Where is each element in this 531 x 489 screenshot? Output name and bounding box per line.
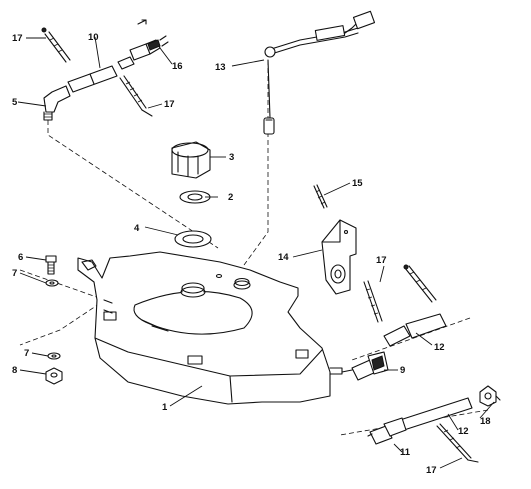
callout-12-right: 12 [434,342,445,353]
callout-13: 13 [215,62,226,73]
hose-clip [479,385,501,407]
fuel-hose-upper [67,65,118,93]
bracket-screw [313,184,328,209]
callout-12-bottom: 12 [458,426,469,437]
callout-16: 16 [172,61,183,72]
callout-14: 14 [278,252,289,263]
callout-5: 5 [12,97,18,108]
callout-7-lower: 7 [24,348,29,359]
fuel-connector-lower [367,417,407,445]
callout-9: 9 [400,365,405,376]
callout-7-upper: 7 [12,268,17,279]
callout-17-bottom: 17 [426,465,437,476]
hose-clamp-bottom [436,423,479,463]
hose-clamp-lower-right [363,264,437,323]
callout-8: 8 [12,365,17,376]
vent-line-assembly [263,10,376,135]
callout-4: 4 [134,223,140,234]
callout-18: 18 [480,416,491,427]
callout-15: 15 [352,178,363,189]
callout-17-top-left: 17 [12,33,23,44]
tank-bracket [321,219,357,295]
leader-lines [17,36,495,469]
callout-6: 6 [18,252,23,263]
callout-17-top-middle: 17 [164,99,175,110]
washer-lower [47,352,61,360]
callout-10: 10 [88,32,99,43]
callout-labels: 1 2 3 4 5 6 7 7 8 9 10 11 12 12 13 14 15… [12,32,491,476]
elbow-fitting [43,85,71,121]
callout-1: 1 [162,402,168,413]
fuel-cap [171,141,211,179]
mounting-bolt [45,255,57,275]
hex-nut [45,367,63,385]
callout-2: 2 [228,192,233,203]
fuel-hose-right-short [383,313,447,347]
hose-clamp-upper-middle [119,75,153,117]
hose-clamp-upper-left [41,27,71,63]
callout-17-right: 17 [376,255,387,266]
callout-3: 3 [229,152,234,163]
shutoff-valve [117,19,169,70]
washer-upper [45,279,59,287]
fuel-tank [77,251,343,405]
fuel-filter-upper [341,351,389,381]
callout-11: 11 [400,447,411,458]
filler-ring [174,230,212,248]
